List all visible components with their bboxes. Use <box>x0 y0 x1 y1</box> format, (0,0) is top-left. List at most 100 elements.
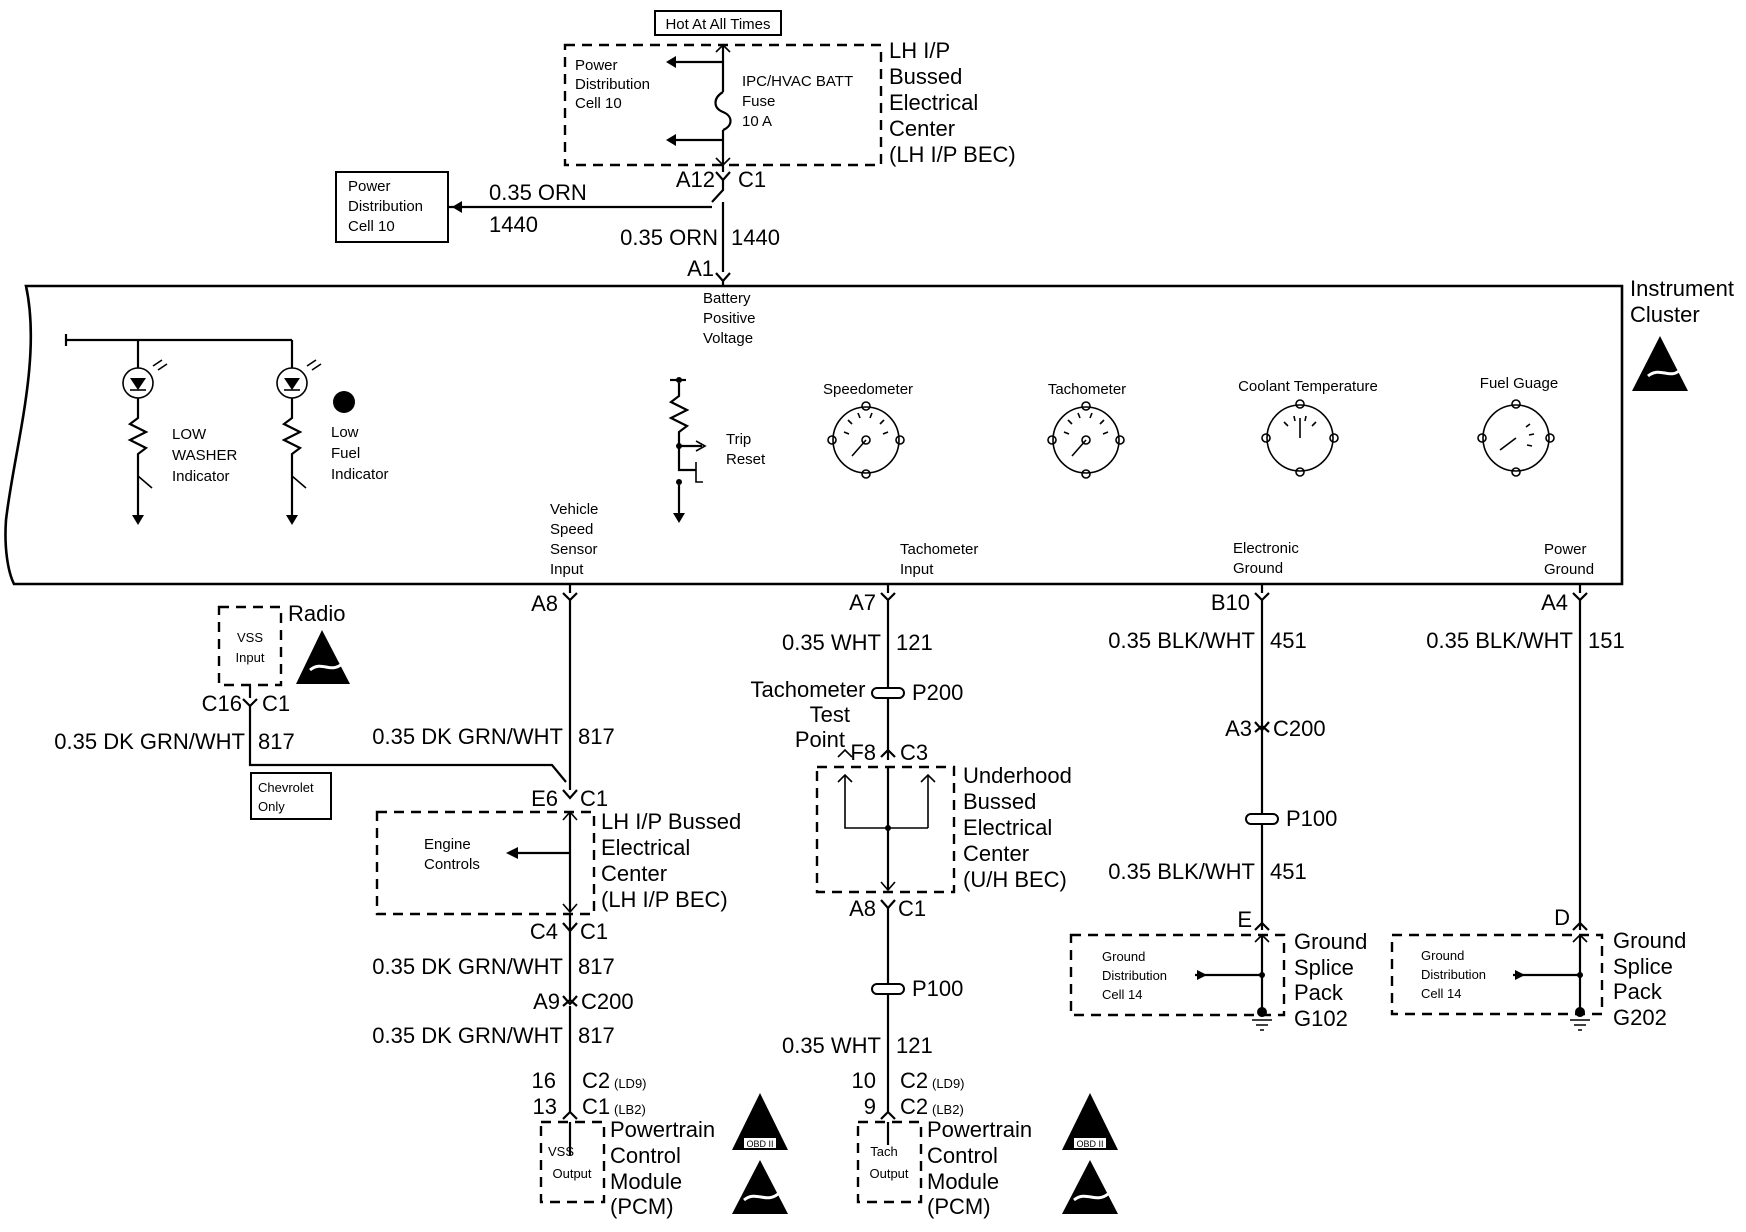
engine-line: Controls <box>424 856 480 873</box>
g102-box-line: Distribution <box>1102 968 1167 983</box>
fuel-line: Fuel <box>331 445 360 462</box>
conn-a8-tach: A8 <box>849 896 876 921</box>
a8-tach-conn-symbol <box>880 899 896 910</box>
tach-wire1-num: 121 <box>896 630 933 655</box>
tachometer-label: Tachometer <box>1048 381 1126 398</box>
vss-wire3-num: 817 <box>578 1023 615 1048</box>
conn-c3: C3 <box>900 740 928 765</box>
conn-a1: A1 <box>687 256 714 281</box>
g102-splice-dot <box>1259 972 1265 978</box>
fuse-line: IPC/HVAC BATT <box>742 73 853 90</box>
trip-line: Reset <box>726 451 766 468</box>
esd-pcm-vss-icon <box>732 1160 788 1214</box>
bec-top-title: LH I/P Bussed Electrical Center (LH I/P … <box>889 38 1016 167</box>
conn-a1-symbol <box>715 272 731 283</box>
vss-input-label: Vehicle Speed Sensor Input <box>550 501 598 578</box>
power-ground-label: Power Ground <box>1544 541 1594 578</box>
wire-orn-label-main: 0.35 ORN <box>620 225 718 250</box>
pcm-vss-line: Powertrain <box>610 1117 715 1142</box>
vss-in-line: Sensor <box>550 541 598 558</box>
g202-box-line: Ground <box>1421 948 1464 963</box>
bec-top-title-line: Electrical <box>889 90 978 115</box>
e-conn-symbol <box>1254 921 1270 931</box>
engine-controls-arrow <box>506 847 518 859</box>
g202-box-line: Cell 14 <box>1421 986 1461 1001</box>
power-distribution-box <box>335 171 449 243</box>
vss-wire2-num: 817 <box>578 954 615 979</box>
g102-box-line: Ground <box>1102 949 1145 964</box>
pcm-tach-box <box>856 1120 923 1204</box>
esd-cluster-icon <box>1632 336 1688 391</box>
pdc-cell10-top-label: Power Distribution Cell 10 <box>575 57 650 112</box>
radio-box-line: Input <box>236 650 265 665</box>
low-washer-label: LOW WASHER Indicator <box>172 426 237 485</box>
washer-line: LOW <box>172 426 207 443</box>
pcm-tach-line: Module <box>927 1169 999 1194</box>
fuel-line: Indicator <box>331 466 389 483</box>
fuse-line: 10 A <box>742 113 772 130</box>
uh-line: Electrical <box>963 815 1052 840</box>
pcm-tach-line: Powertrain <box>927 1117 1032 1142</box>
pcm-tach-line: (PCM) <box>927 1194 991 1219</box>
radio-conn-c1: C1 <box>262 691 290 716</box>
obd-vss-text: OBD II <box>746 1139 773 1149</box>
pg-line: Ground <box>1544 561 1594 578</box>
tach-c2b: C2 <box>900 1094 928 1119</box>
obd-ii-vss-icon: OBD II <box>732 1093 788 1150</box>
fuse-symbol <box>714 91 732 132</box>
conn-e: E <box>1237 907 1252 932</box>
test-point-symbol <box>837 748 853 758</box>
tach-input-label: Tachometer Input <box>900 541 978 578</box>
bec-vss-line: (LH I/P BEC) <box>601 887 728 912</box>
pdc-top-line: Distribution <box>575 76 650 93</box>
p200-label: P200 <box>912 680 963 705</box>
vss-in-line: Vehicle <box>550 501 598 518</box>
conn-a12: A12 <box>676 167 715 192</box>
g102-line: Pack <box>1294 980 1344 1005</box>
bec-top-title-line: Center <box>889 116 955 141</box>
vss-wire1-label: 0.35 DK GRN/WHT <box>372 724 563 749</box>
radio-conn-c16: C16 <box>202 691 242 716</box>
pcm-tach-title: Powertrain Control Module (PCM) <box>927 1117 1032 1219</box>
tach-c2a: C2 <box>900 1068 928 1093</box>
bec-vss-top-arrow <box>562 810 578 821</box>
g202-title: Ground Splice Pack G202 <box>1613 928 1686 1030</box>
washer-line: Indicator <box>172 468 230 485</box>
vss-in-line: Input <box>550 561 584 578</box>
bec-vss-line: Center <box>601 861 667 886</box>
pcm-tach-line: Control <box>927 1143 998 1168</box>
wire-1440-label-left: 1440 <box>489 212 538 237</box>
radio-wire-817 <box>248 706 567 783</box>
wire-1440-label-main: 1440 <box>731 225 780 250</box>
trip-reset-switch <box>668 377 707 523</box>
conn-a8-tach-c1: C1 <box>898 896 926 921</box>
speedometer-label: Speedometer <box>823 381 913 398</box>
uh-bec-box <box>815 765 956 894</box>
fuel-line: Low <box>331 424 359 441</box>
g102-line: Splice <box>1294 955 1354 980</box>
g102-line: G102 <box>1294 1006 1348 1031</box>
g102-line: Ground <box>1294 929 1367 954</box>
p100-eg-splice <box>1245 813 1279 825</box>
fuse-line: Fuse <box>742 93 775 110</box>
tach-in-line: Input <box>900 561 934 578</box>
pg-line: Power <box>1544 541 1587 558</box>
conn-c1-top: C1 <box>738 167 766 192</box>
conn-b10: B10 <box>1211 590 1250 615</box>
d-conn-symbol <box>1572 921 1588 931</box>
pcm-vss-title: Powertrain Control Module (PCM) <box>610 1117 715 1219</box>
obd-tach-text: OBD II <box>1076 1139 1103 1149</box>
bec-vss-title: LH I/P Bussed Electrical Center (LH I/P … <box>601 809 741 912</box>
low-fuel-dot-icon <box>333 391 355 413</box>
conn-d: D <box>1554 905 1570 930</box>
chev-line: Only <box>258 799 285 814</box>
tach-wire2-label: 0.35 WHT <box>782 1033 881 1058</box>
uh-bec-splice-dot <box>885 825 891 831</box>
a7-conn-symbol <box>880 592 896 602</box>
tp-line: Point <box>795 727 845 752</box>
uh-bec-title: Underhood Bussed Electrical Center (U/H … <box>963 763 1072 892</box>
pin-16: 16 <box>532 1068 556 1093</box>
lh-ip-bec-vss-box <box>375 810 596 916</box>
p100-eg-label: P100 <box>1286 806 1337 831</box>
